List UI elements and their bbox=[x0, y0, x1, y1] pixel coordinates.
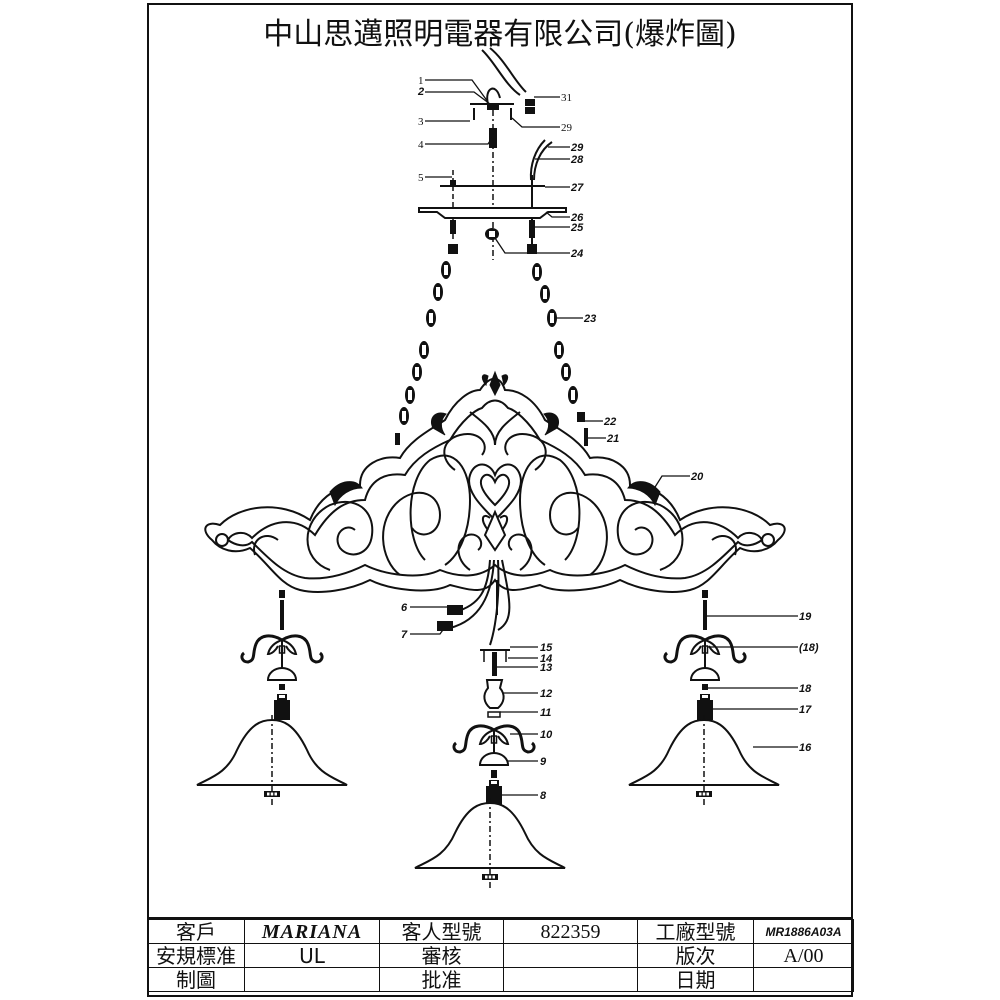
date-value bbox=[753, 967, 854, 992]
part-label-22: 22 bbox=[603, 416, 616, 428]
drawing-sheet-border: 中山思邁照明電器有限公司(爆炸圖) bbox=[147, 3, 853, 997]
wires-center bbox=[437, 559, 511, 646]
drawn-by-value bbox=[244, 967, 380, 992]
part-label-8: 8 bbox=[540, 790, 547, 802]
title-block: 客戶 MARIANA 客人型號 822359 工廠型號 MR1886A03A 安… bbox=[147, 919, 854, 992]
part-label-16: 16 bbox=[799, 742, 812, 754]
revision-label: 版次 bbox=[637, 943, 754, 968]
approval-value bbox=[503, 967, 638, 992]
customer-model-value: 822359 bbox=[503, 919, 638, 944]
title-block-row-1: 客戶 MARIANA 客人型號 822359 工廠型號 MR1886A03A bbox=[147, 919, 854, 944]
safety-standard-label: 安規標准 bbox=[147, 943, 245, 968]
part-label-4: 4 bbox=[418, 139, 424, 151]
leader-lines bbox=[410, 79, 798, 796]
part-labels: 1 2 3 4 5 31 29 29 28 27 26 25 24 23 22 … bbox=[401, 75, 819, 802]
part-label-12: 12 bbox=[540, 688, 552, 700]
part-label-26: 26 bbox=[570, 212, 584, 224]
part-label-24: 24 bbox=[570, 248, 583, 260]
part-label-29a: 29 bbox=[561, 122, 573, 134]
approval-label: 批准 bbox=[379, 967, 504, 992]
part-label-21: 21 bbox=[606, 433, 619, 445]
part-label-15: 15 bbox=[540, 642, 553, 654]
factory-model-value: MR1886A03A bbox=[753, 919, 854, 944]
part-label-3: 3 bbox=[418, 116, 424, 128]
part-label-20: 20 bbox=[690, 471, 704, 483]
customer-label: 客戶 bbox=[147, 919, 245, 944]
part-label-19: 19 bbox=[799, 611, 812, 623]
part-label-9: 9 bbox=[540, 756, 547, 768]
review-label: 審核 bbox=[379, 943, 504, 968]
scroll-frame bbox=[204, 377, 786, 593]
part-label-25: 25 bbox=[570, 222, 584, 234]
center-lamp-assembly bbox=[414, 649, 566, 891]
customer-model-label: 客人型號 bbox=[379, 919, 504, 944]
canopy bbox=[418, 207, 567, 219]
part-label-29b: 29 bbox=[570, 142, 584, 154]
date-label: 日期 bbox=[637, 967, 754, 992]
chain-right bbox=[527, 220, 588, 446]
left-lamp-assembly bbox=[196, 590, 348, 808]
chain-left bbox=[395, 220, 458, 445]
title-block-row-2: 安規標准 UL 審核 版次 A/00 bbox=[147, 943, 854, 968]
part-label-13: 13 bbox=[540, 662, 552, 674]
part-label-18-paren: (18) bbox=[799, 642, 819, 654]
part-label-27: 27 bbox=[570, 182, 584, 194]
drawn-by-label: 制圖 bbox=[147, 967, 245, 992]
part-label-10: 10 bbox=[540, 729, 553, 741]
part-label-2: 2 bbox=[417, 86, 424, 98]
factory-model-label: 工廠型號 bbox=[637, 919, 754, 944]
acanthus-leaves bbox=[329, 370, 661, 552]
part-label-7: 7 bbox=[401, 629, 408, 641]
title-block-top-rule bbox=[147, 917, 853, 919]
part-label-28: 28 bbox=[570, 154, 584, 166]
nut bbox=[485, 228, 499, 240]
part-label-14: 14 bbox=[540, 653, 552, 665]
right-lamp-assembly bbox=[628, 590, 780, 808]
part-label-1: 1 bbox=[418, 75, 424, 87]
part-label-5: 5 bbox=[418, 172, 424, 184]
part-label-31: 31 bbox=[561, 92, 572, 104]
part-label-11: 11 bbox=[540, 707, 551, 719]
part-label-6: 6 bbox=[401, 602, 408, 614]
safety-standard-value: UL bbox=[244, 943, 380, 968]
review-value bbox=[503, 943, 638, 968]
part-label-17: 17 bbox=[799, 704, 812, 716]
title-block-row-3: 制圖 批准 日期 bbox=[147, 967, 854, 992]
drawing-title: 中山思邁照明電器有限公司(爆炸圖) bbox=[263, 17, 737, 52]
hook-assembly bbox=[470, 47, 535, 148]
customer-value: MARIANA bbox=[244, 919, 380, 944]
part-label-23: 23 bbox=[583, 313, 596, 325]
revision-value: A/00 bbox=[753, 943, 854, 968]
part-label-18: 18 bbox=[799, 683, 812, 695]
